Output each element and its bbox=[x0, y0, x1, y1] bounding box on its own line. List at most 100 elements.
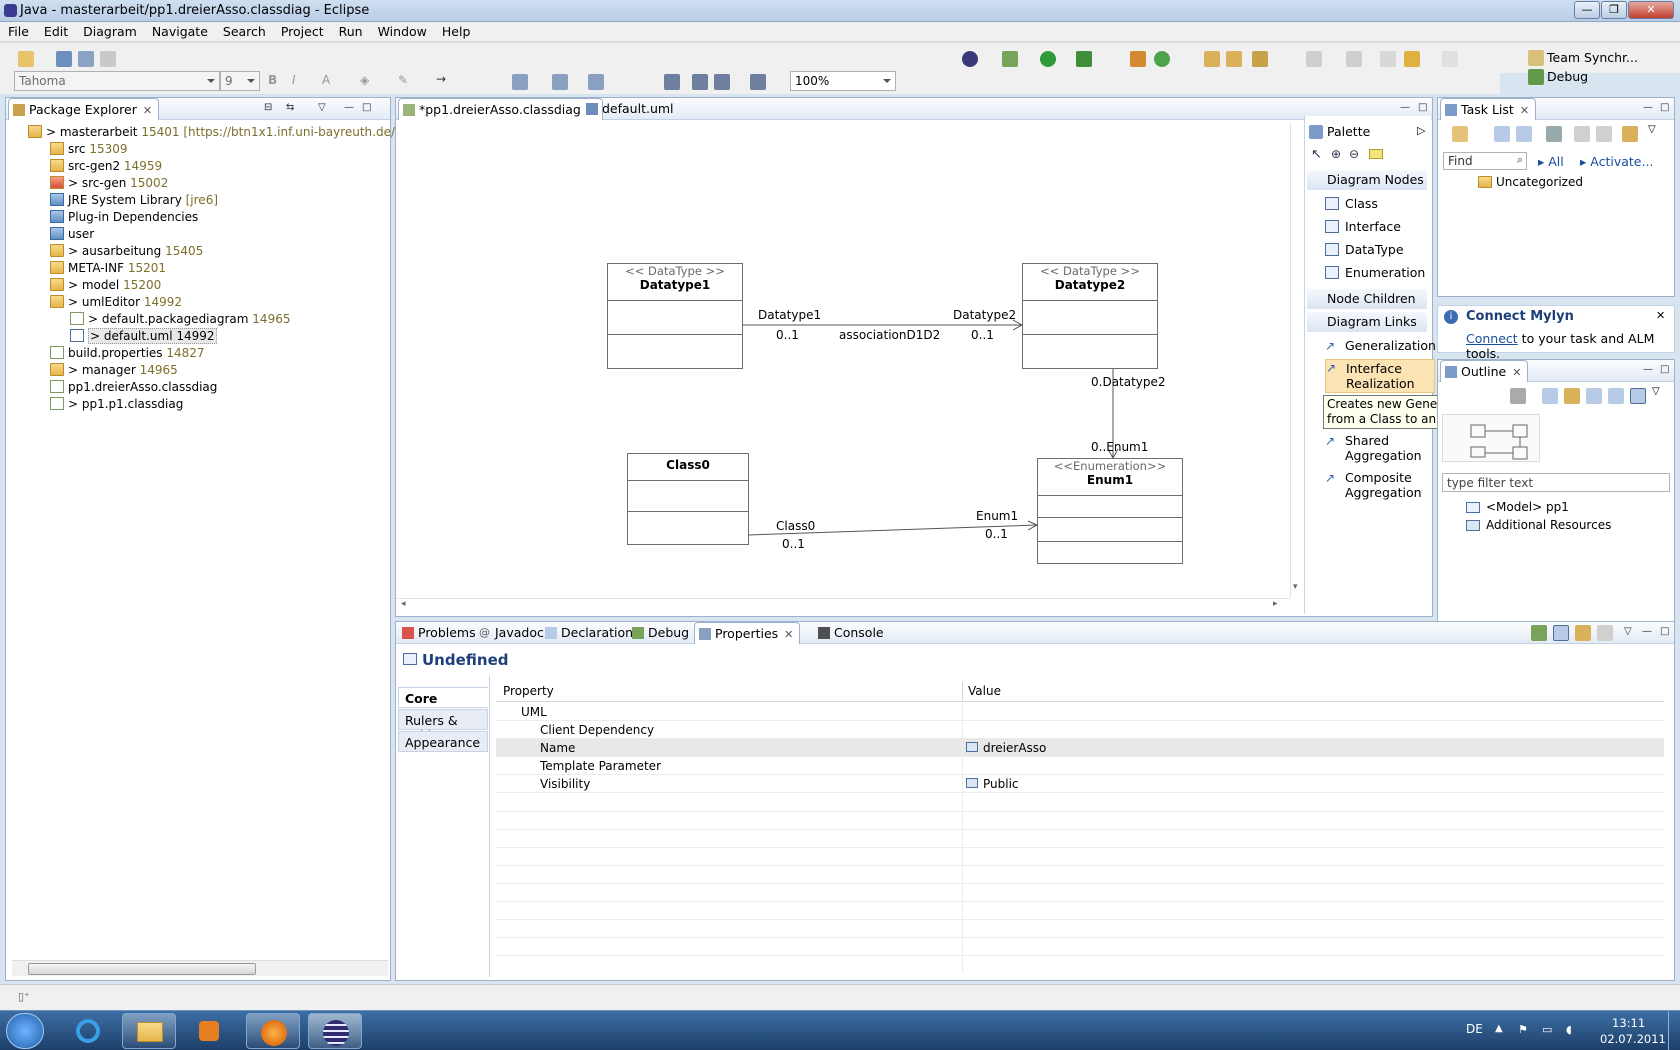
tab-console[interactable]: Console bbox=[814, 622, 890, 644]
minimize-view-icon[interactable]: — bbox=[1642, 626, 1652, 637]
language-indicator[interactable]: DE bbox=[1466, 1022, 1483, 1036]
diagram-canvas[interactable]: << DataType >> Datatype1 << DataType >> … bbox=[397, 122, 1290, 598]
clock-date[interactable]: 02.07.2011 bbox=[1600, 1032, 1666, 1046]
menu-navigate[interactable]: Navigate bbox=[151, 24, 208, 39]
align-icon[interactable] bbox=[552, 74, 568, 90]
column-property[interactable]: Property bbox=[503, 684, 554, 698]
canvas-horizontal-scrollbar[interactable]: ◂ ▸ bbox=[397, 598, 1290, 612]
collapse-all-icon[interactable] bbox=[1596, 126, 1612, 142]
palette-drawer-diagram-nodes[interactable]: Diagram Nodes bbox=[1307, 170, 1427, 190]
palette-tool-datatype[interactable]: DataType bbox=[1325, 242, 1435, 257]
close-icon[interactable]: ✕ bbox=[1519, 104, 1530, 117]
association-class0-enum1[interactable] bbox=[748, 524, 1038, 536]
minimize-view-icon[interactable]: — bbox=[344, 102, 354, 113]
view-menu-icon[interactable]: ▽ bbox=[1652, 386, 1660, 397]
arrange-icon[interactable] bbox=[588, 74, 604, 90]
tree-icon[interactable] bbox=[1586, 388, 1602, 404]
debug-run-icon[interactable] bbox=[1002, 51, 1018, 67]
palette-tool-interface-realization[interactable]: ↗Interface Realization bbox=[1325, 359, 1435, 393]
line-style-icon[interactable]: → bbox=[436, 72, 447, 86]
link-editor-icon[interactable]: ⇆ bbox=[286, 102, 295, 113]
tree-item-build-properties[interactable]: build.properties 14827 bbox=[50, 346, 205, 363]
perspective-icon[interactable] bbox=[962, 51, 978, 67]
debug-perspective-icon[interactable] bbox=[1528, 69, 1544, 85]
scroll-right-icon[interactable]: ▸ bbox=[1273, 599, 1278, 609]
outline-thumbnail[interactable] bbox=[1442, 414, 1540, 462]
tree-item-ausarbeitung[interactable]: > ausarbeitung 15405 bbox=[50, 244, 203, 261]
network-icon[interactable]: ▭ bbox=[1542, 1023, 1553, 1036]
tree-item-p1[interactable]: > pp1.p1.classdiag bbox=[50, 397, 183, 414]
link-icon[interactable] bbox=[1564, 388, 1580, 404]
tab-default-uml[interactable]: default.uml bbox=[582, 98, 680, 120]
scheduled-icon[interactable] bbox=[1516, 126, 1532, 142]
tree-item-meta-inf[interactable]: META-INF 15201 bbox=[50, 261, 166, 278]
view-menu-icon[interactable]: ▽ bbox=[1624, 626, 1632, 637]
clock-time[interactable]: 13:11 bbox=[1612, 1016, 1646, 1030]
palette-tool-composite-aggregation[interactable]: ↗Composite Aggregation bbox=[1325, 470, 1435, 502]
menu-project[interactable]: Project bbox=[280, 24, 324, 39]
menu-diagram[interactable]: Diagram bbox=[83, 24, 137, 39]
palette-tool-class[interactable]: Class bbox=[1325, 196, 1435, 211]
uml-datatype2[interactable]: << DataType >> Datatype2 bbox=[1022, 263, 1158, 369]
task-category-uncategorized[interactable]: Uncategorized bbox=[1478, 175, 1583, 189]
tree-item-manager[interactable]: > manager 14965 bbox=[50, 363, 178, 380]
categories-icon[interactable] bbox=[1553, 625, 1569, 641]
properties-tab-rulers-grid[interactable]: Rulers & Grid bbox=[398, 709, 488, 743]
tree-item-plugin-deps[interactable]: Plug-in Dependencies bbox=[50, 210, 198, 227]
close-icon[interactable]: ✕ bbox=[1512, 366, 1522, 379]
select-tool-icon[interactable]: ↖ bbox=[1311, 147, 1322, 162]
menu-search[interactable]: Search bbox=[222, 24, 266, 39]
tab-debug[interactable]: Debug bbox=[628, 622, 695, 644]
show-desktop-button[interactable] bbox=[1668, 1011, 1680, 1050]
palette-drawer-node-children[interactable]: Node Children bbox=[1307, 289, 1427, 309]
last-edit-icon[interactable] bbox=[1380, 51, 1396, 67]
mylyn-connect-link[interactable]: Connect bbox=[1466, 331, 1518, 346]
minimize-view-icon[interactable]: — bbox=[1643, 102, 1653, 113]
external-tools-icon[interactable] bbox=[1076, 51, 1092, 67]
minimize-button[interactable]: — bbox=[1574, 1, 1600, 19]
hide-completed-icon[interactable] bbox=[1574, 126, 1590, 142]
line-color-icon[interactable]: ✎ bbox=[398, 73, 409, 87]
property-row-template-parameter[interactable]: Template Parameter bbox=[496, 757, 1664, 775]
explorer-taskbar-button[interactable] bbox=[122, 1013, 176, 1049]
filter-icon[interactable] bbox=[1510, 388, 1526, 404]
tree-item-model[interactable]: > model 15200 bbox=[50, 278, 161, 295]
tab-task-list[interactable]: Task List✕ bbox=[1440, 98, 1537, 120]
tree-item-user[interactable]: user bbox=[50, 227, 94, 244]
column-value[interactable]: Value bbox=[968, 684, 1001, 698]
close-icon[interactable]: ✕ bbox=[784, 628, 794, 641]
search-icon[interactable] bbox=[1252, 51, 1268, 67]
menu-help[interactable]: Help bbox=[441, 24, 471, 39]
horizontal-scrollbar[interactable] bbox=[12, 960, 388, 976]
task-find-input[interactable]: Find⌕ bbox=[1443, 152, 1527, 170]
firefox-taskbar-button[interactable] bbox=[246, 1013, 300, 1049]
fast-view-icon[interactable]: ▯⁺ bbox=[18, 990, 30, 1003]
new-java-project-icon[interactable] bbox=[1130, 51, 1146, 67]
tab-problems[interactable]: Problems bbox=[398, 622, 482, 644]
outline-mode-icon[interactable] bbox=[1630, 388, 1646, 404]
start-button[interactable] bbox=[6, 1013, 44, 1049]
menu-run[interactable]: Run bbox=[338, 24, 363, 39]
scrollbar-thumb[interactable] bbox=[28, 963, 256, 975]
save-all-icon[interactable] bbox=[78, 51, 94, 67]
volume-icon[interactable]: ◖ bbox=[1566, 1023, 1572, 1036]
minimize-view-icon[interactable]: — bbox=[1400, 102, 1410, 113]
property-row-uml[interactable]: UML bbox=[496, 703, 1664, 721]
tree-item-src[interactable]: src 15309 bbox=[50, 142, 128, 159]
tree-item-src-gen2[interactable]: src-gen2 14959 bbox=[50, 159, 162, 176]
open-task-icon[interactable] bbox=[1226, 51, 1242, 67]
back-icon[interactable] bbox=[1404, 51, 1420, 67]
prev-annotation-icon[interactable] bbox=[1346, 51, 1362, 67]
team-sync-icon[interactable] bbox=[1528, 50, 1544, 66]
properties-tab-appearance[interactable]: Appearance bbox=[398, 731, 488, 752]
maximize-view-icon[interactable]: □ bbox=[362, 102, 372, 113]
font-size-combo[interactable]: 9 bbox=[220, 71, 260, 91]
tree-item-dreierasso[interactable]: pp1.dreierAsso.classdiag bbox=[50, 380, 217, 397]
outline-item-additional-resources[interactable]: Additional Resources bbox=[1466, 518, 1611, 532]
outline-filter-input[interactable]: type filter text bbox=[1442, 473, 1670, 492]
menu-edit[interactable]: Edit bbox=[43, 24, 69, 39]
canvas-vertical-scrollbar[interactable]: ▾ bbox=[1290, 122, 1304, 598]
media-player-icon[interactable] bbox=[182, 1013, 236, 1049]
zoom-out-icon[interactable]: ⊖ bbox=[1349, 147, 1360, 161]
sync-icon[interactable] bbox=[1622, 126, 1638, 142]
